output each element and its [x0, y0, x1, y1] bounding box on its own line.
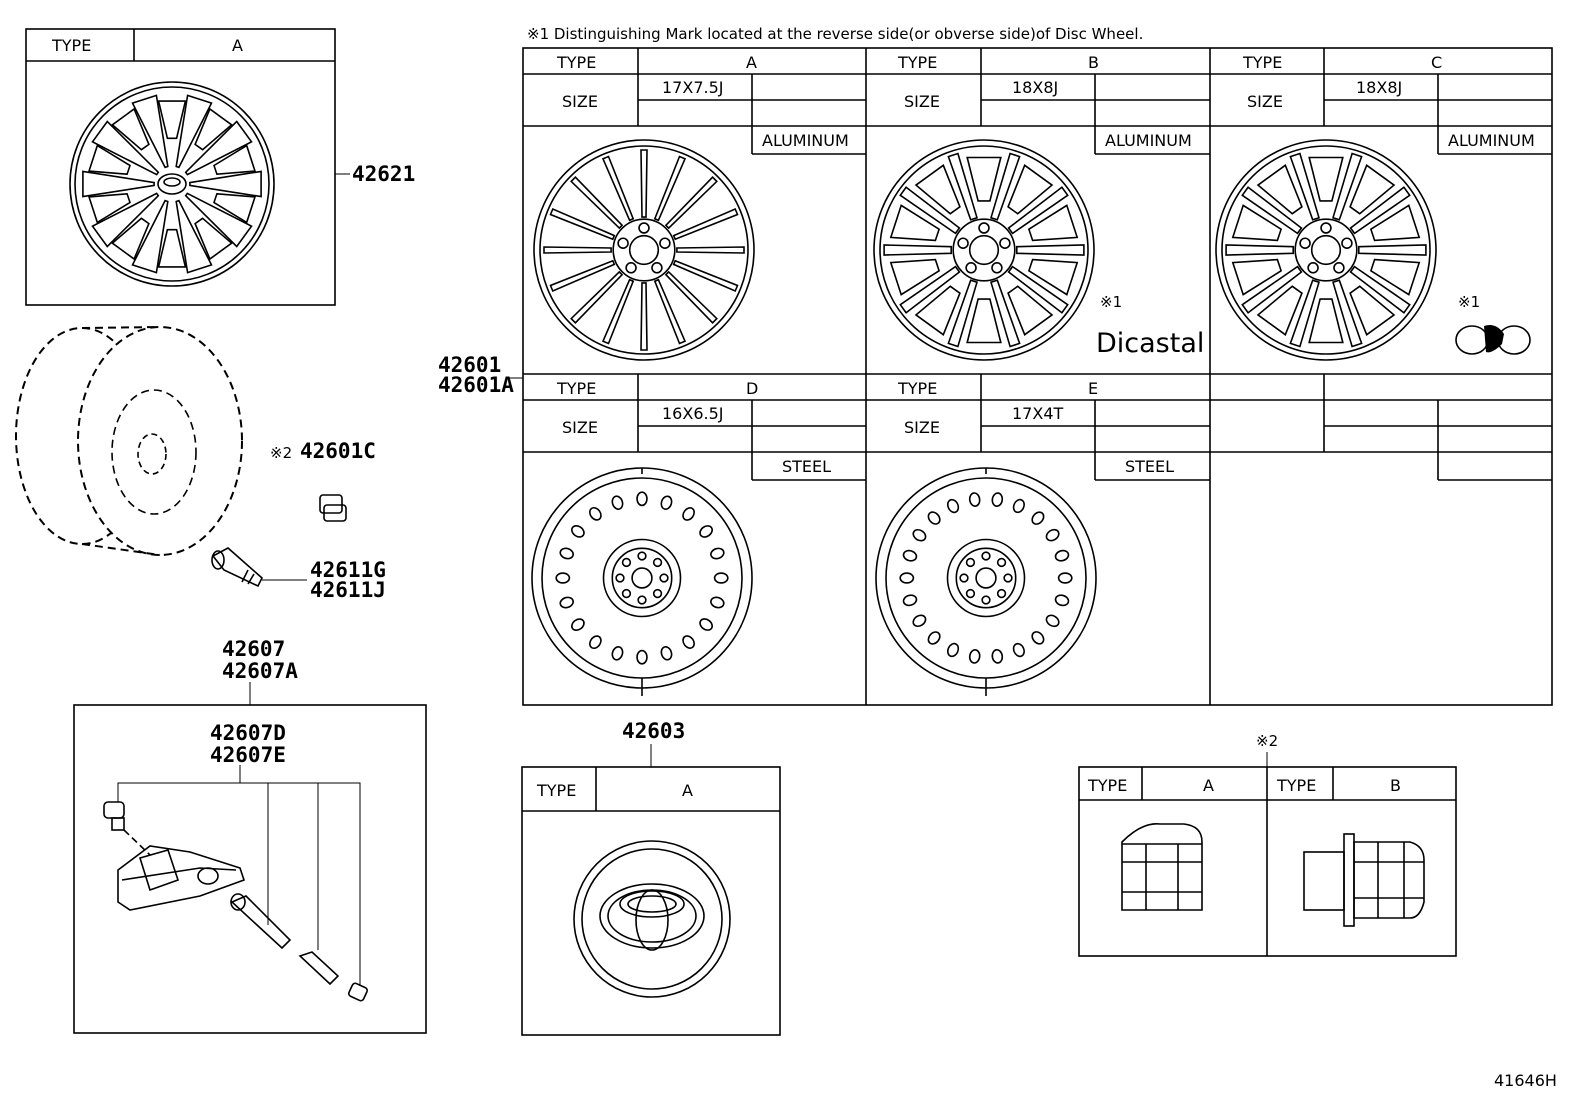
part-42601C: 42601C — [300, 439, 376, 463]
part-42607E: 42607E — [210, 743, 286, 767]
valve-core-icon — [298, 951, 340, 986]
type-a-value: A — [746, 53, 757, 72]
mark-2: ※2 — [270, 444, 292, 462]
size-c-value: 18X8J — [1356, 78, 1402, 97]
size-label-b: SIZE — [904, 92, 940, 111]
part-42607D: 42607D — [210, 721, 286, 745]
tire-drawing — [15, 326, 243, 556]
size-label-c: SIZE — [1247, 92, 1283, 111]
type-label-e: TYPE — [897, 379, 937, 398]
lug-nut-icon — [319, 494, 347, 522]
wheel-cover-table: TYPE A — [25, 28, 336, 306]
size-d-value: 16X6.5J — [662, 404, 723, 423]
nut-type-label-b: TYPE — [1276, 776, 1316, 795]
wheel-e-drawing — [875, 467, 1097, 696]
valve-stem-icon — [211, 547, 263, 588]
emblem-type-value: A — [682, 781, 693, 800]
tpms-sensor-box: 42607D 42607E — [73, 704, 427, 1034]
nut-type-b: B — [1390, 776, 1401, 795]
cover-type-value: A — [232, 36, 243, 55]
nut-table: TYPE A TYPE B — [1078, 766, 1457, 957]
distinguishing-note: ※1 Distinguishing Mark located at the re… — [527, 25, 1143, 43]
nut-mark: ※2 — [1256, 732, 1278, 750]
material-a: ALUMINUM — [762, 131, 849, 150]
mark-c: ※1 — [1458, 293, 1480, 311]
size-b-value: 18X8J — [1012, 78, 1058, 97]
part-42601A: 42601A — [438, 373, 514, 397]
tpms-sensor-icon — [117, 845, 246, 911]
wheel-d-drawing — [531, 467, 753, 696]
type-d-value: D — [746, 379, 758, 398]
dicastal-logo: Dicastal — [1096, 328, 1204, 359]
cap-nut-a-icon — [1121, 823, 1203, 911]
type-b-value: B — [1088, 53, 1099, 72]
size-a-value: 17X7.5J — [662, 78, 723, 97]
emblem-table: TYPE A — [521, 766, 781, 1036]
screw-icon — [103, 801, 125, 831]
nut-type-label-a: TYPE — [1087, 776, 1127, 795]
type-label-d: TYPE — [556, 379, 596, 398]
wheel-c-drawing — [1215, 139, 1437, 361]
type-label-c: TYPE — [1242, 53, 1282, 72]
part-42601: 42601 — [438, 353, 501, 377]
valve-cap-icon — [347, 982, 369, 1002]
mark-b: ※1 — [1100, 293, 1122, 311]
size-e-value: 17X4T — [1012, 404, 1064, 423]
figure-id: 41646H — [1494, 1071, 1557, 1090]
part-42607A: 42607A — [222, 659, 298, 683]
toyota-emblem-icon — [573, 840, 731, 998]
type-c-value: C — [1431, 53, 1442, 72]
part-42607: 42607 — [222, 637, 285, 661]
type-label-b: TYPE — [897, 53, 937, 72]
type-label-a: TYPE — [556, 53, 596, 72]
type-e-value: E — [1088, 379, 1098, 398]
valve-icon — [230, 893, 292, 950]
flange-nut-b-icon — [1303, 833, 1425, 927]
part-42611G: 42611G — [310, 558, 386, 582]
part-42611J: 42611J — [310, 578, 386, 602]
emblem-type-label: TYPE — [536, 781, 576, 800]
wheel-a-drawing — [533, 139, 755, 361]
manufacturer-logo-icon — [1455, 325, 1531, 355]
wheel-b-drawing — [873, 139, 1095, 361]
size-label-d: SIZE — [562, 418, 598, 437]
material-b: ALUMINUM — [1105, 131, 1192, 150]
material-d: STEEL — [782, 457, 831, 476]
size-label-e: SIZE — [904, 418, 940, 437]
part-42621: 42621 — [352, 162, 415, 186]
size-label-a: SIZE — [562, 92, 598, 111]
wheel-table: TYPE A SIZE 17X7.5J ALUMINUM TYPE B SIZE… — [522, 47, 1553, 706]
material-e: STEEL — [1125, 457, 1174, 476]
nut-type-a: A — [1203, 776, 1214, 795]
part-42603: 42603 — [622, 719, 685, 743]
material-c: ALUMINUM — [1448, 131, 1535, 150]
cover-type-label: TYPE — [51, 36, 91, 55]
wheel-cover-drawing — [69, 81, 275, 287]
